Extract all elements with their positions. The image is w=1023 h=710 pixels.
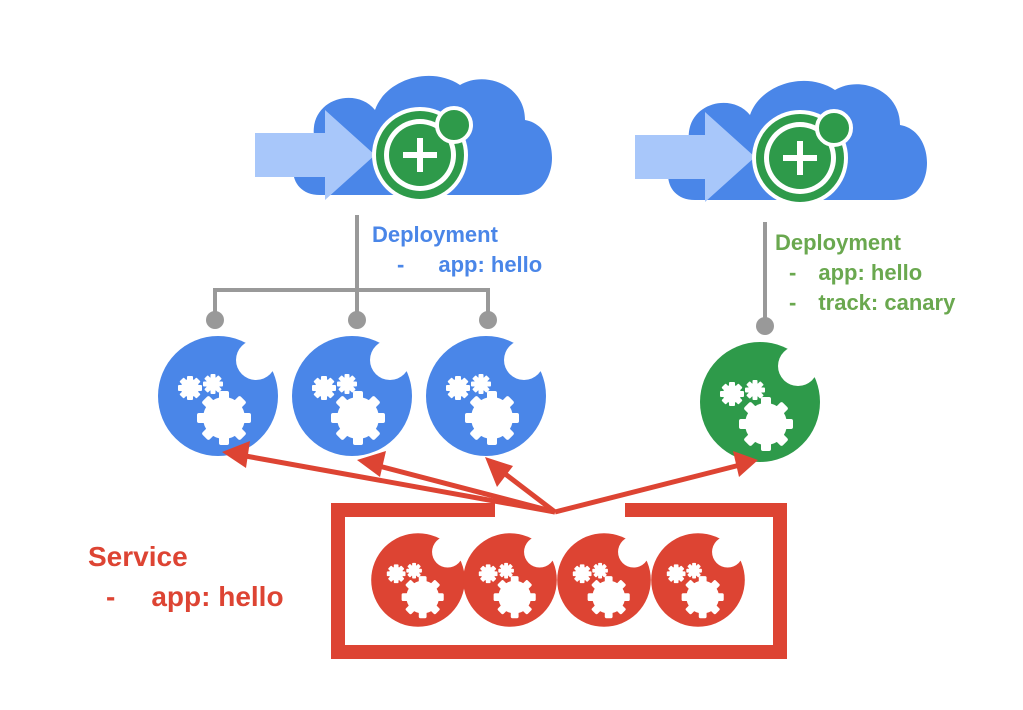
- pod-icon: [651, 533, 745, 627]
- deployment-canary: [635, 80, 927, 462]
- deployment-canary-label: -app: hello: [789, 260, 923, 285]
- label-value: track: canary: [818, 290, 956, 315]
- pod-icon: [426, 336, 546, 456]
- deployment-canary-label: -track: canary: [789, 290, 956, 315]
- deployment-hello-title: Deployment: [372, 222, 498, 247]
- deployment-hello-label: -app: hello: [397, 252, 543, 277]
- connector-lines: [206, 215, 497, 329]
- pod-icon: [292, 336, 412, 456]
- service: [222, 441, 787, 659]
- deployment-canary-title: Deployment: [775, 230, 901, 255]
- pod-icon: [463, 533, 557, 627]
- service-label: -app: hello: [106, 581, 284, 612]
- pod-icon: [700, 342, 820, 462]
- service-title: Service: [88, 541, 188, 572]
- deployment-plus-icon: [752, 109, 853, 206]
- service-box: [331, 503, 787, 659]
- pod-icon: [158, 336, 278, 456]
- label-value: app: hello: [151, 581, 284, 612]
- pod-icon: [371, 533, 465, 627]
- label-value: app: hello: [818, 260, 923, 285]
- label-value: app: hello: [438, 252, 543, 277]
- deployment-plus-icon: [372, 106, 473, 203]
- service-arrows: [222, 441, 758, 515]
- deployment-hello: [158, 75, 552, 456]
- connector-lines: [756, 222, 774, 335]
- pod-icon: [557, 533, 651, 627]
